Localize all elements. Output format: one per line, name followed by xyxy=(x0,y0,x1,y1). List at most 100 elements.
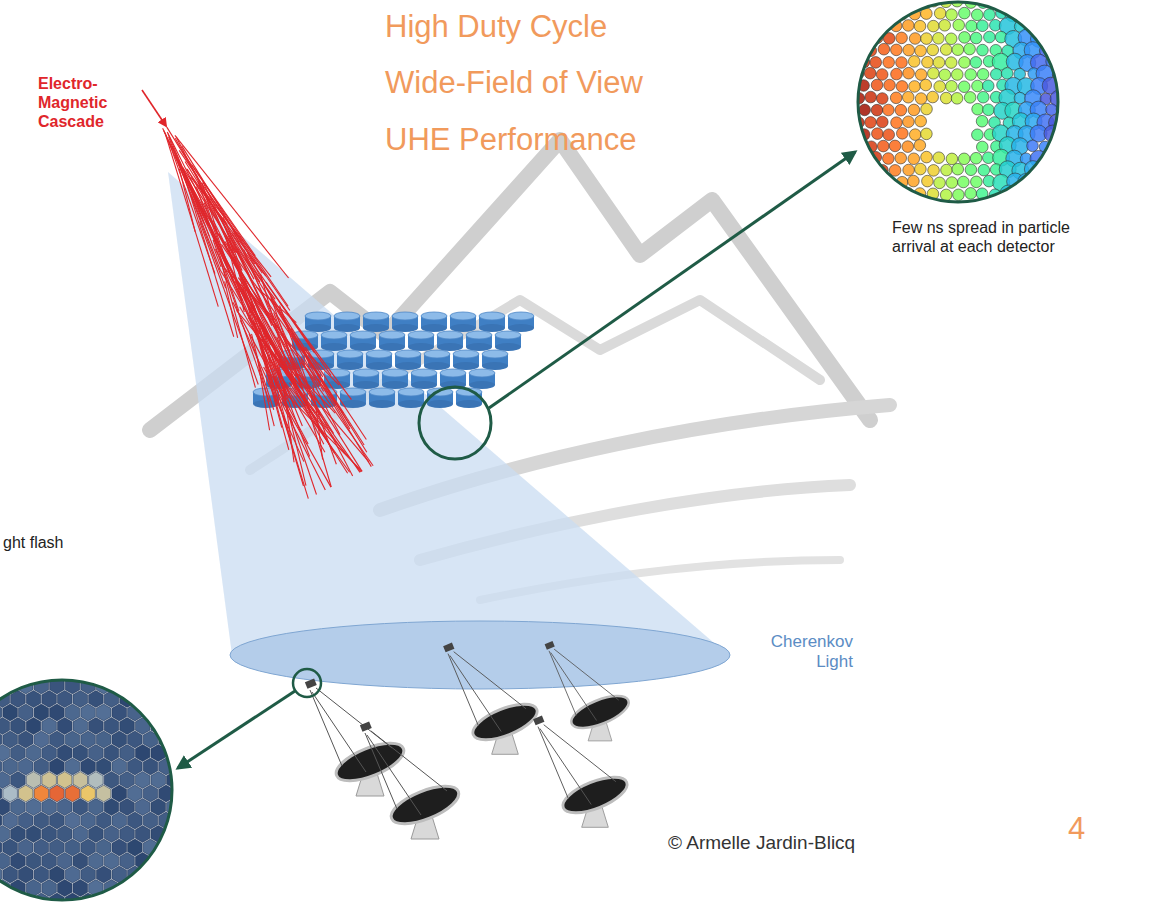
camera-pixel xyxy=(34,812,49,829)
camera-pixel xyxy=(96,839,111,856)
camera-pixel xyxy=(151,907,166,908)
tank-top xyxy=(424,350,450,358)
detector-tank xyxy=(482,350,508,370)
detector-hit xyxy=(1033,7,1045,19)
detector-hit xyxy=(908,153,920,165)
feature-heading: UHE Performance xyxy=(385,121,637,158)
camera-pixel xyxy=(96,893,111,908)
detector-hit xyxy=(915,45,927,57)
camera-struts xyxy=(549,649,619,720)
shower-track xyxy=(233,302,308,444)
detector-hit xyxy=(902,20,914,32)
camera-pixel xyxy=(34,758,49,775)
detector-hit xyxy=(934,8,946,20)
camera-pixel xyxy=(120,745,135,762)
camera-pixel xyxy=(89,853,104,870)
camera-pixel xyxy=(167,880,182,897)
tank-bottom xyxy=(456,400,482,408)
shower-track xyxy=(249,307,281,428)
camera-pixel xyxy=(57,772,72,789)
tank-top xyxy=(466,331,492,339)
telescope-camera xyxy=(533,716,544,726)
cut-off-label: ght flash xyxy=(3,533,63,552)
detector-tank xyxy=(450,312,476,332)
camera-pixel xyxy=(135,880,150,897)
tank-top xyxy=(469,369,495,377)
detector-hit xyxy=(895,104,907,116)
detector-hit xyxy=(933,57,945,69)
detector-hit xyxy=(909,81,921,93)
camera-pixel xyxy=(18,812,33,829)
camera-pixel xyxy=(26,745,41,762)
tank-top xyxy=(366,350,392,358)
shower-track xyxy=(254,305,291,440)
camera-pixel xyxy=(42,907,57,908)
detector-hit xyxy=(864,188,876,200)
camera-pixel xyxy=(73,664,88,681)
camera-pixel xyxy=(0,718,10,735)
detector-hit xyxy=(1052,0,1064,8)
detector-hit xyxy=(977,68,989,80)
detector-hit xyxy=(970,32,982,44)
detector-hit xyxy=(878,43,890,55)
camera-struts xyxy=(310,688,392,772)
camera-pixel xyxy=(57,853,72,870)
detector-tank xyxy=(350,331,376,351)
tank-top xyxy=(321,331,347,339)
page-number: 4 xyxy=(1068,810,1085,847)
camera-pixel xyxy=(50,758,65,775)
detector-hit xyxy=(871,7,883,19)
detector-hit xyxy=(951,93,963,105)
camera-pixel xyxy=(34,731,49,748)
detector-hit xyxy=(1045,153,1057,165)
detector-hit xyxy=(953,19,965,31)
camera-pixel xyxy=(81,866,96,883)
detector-hit xyxy=(852,164,864,176)
camera-pixel xyxy=(11,907,26,908)
camera-pixel xyxy=(167,907,182,908)
camera-pixel xyxy=(11,772,26,789)
camera-pixel xyxy=(73,880,88,897)
tank-top xyxy=(508,312,534,320)
camera-pixel xyxy=(174,677,189,694)
camera-pixel xyxy=(26,718,41,735)
camera-pixel xyxy=(26,826,41,843)
detector-hit xyxy=(934,177,946,189)
camera-pixel xyxy=(120,772,135,789)
camera-pixel xyxy=(0,677,2,694)
detector-tank xyxy=(363,312,389,332)
detector-hit xyxy=(865,0,877,8)
camera-pixel xyxy=(65,839,80,856)
detector-hit xyxy=(858,176,870,188)
telescope-array xyxy=(305,641,633,839)
camera-pixel xyxy=(159,704,174,721)
camera-pixel xyxy=(120,853,135,870)
tank-top xyxy=(392,312,418,320)
tank-top xyxy=(305,312,331,320)
camera-pixel xyxy=(81,812,96,829)
detector-tank xyxy=(382,369,408,389)
inset-caption: Few ns spread in particle arrival at eac… xyxy=(892,218,1107,256)
detector-hit xyxy=(946,177,958,189)
camera-pixel xyxy=(128,893,143,908)
camera-pixel xyxy=(112,731,127,748)
camera-pixel xyxy=(120,799,135,816)
shower-track xyxy=(172,146,251,313)
detector-hit xyxy=(971,176,983,188)
camera-pixel xyxy=(11,664,26,681)
telescope-camera xyxy=(443,643,454,653)
detector-tank xyxy=(334,312,360,332)
detector-tank xyxy=(305,312,331,332)
shower-track xyxy=(238,278,315,381)
detector-hit xyxy=(959,32,971,44)
camera-pixel xyxy=(96,704,111,721)
camera-pixel xyxy=(89,772,104,789)
detector-hit xyxy=(982,80,994,92)
tank-top xyxy=(363,312,389,320)
camera-pixel xyxy=(26,772,41,789)
camera-struts xyxy=(365,731,447,815)
camera-pixel xyxy=(0,907,10,908)
camera-pixel xyxy=(128,785,143,802)
telescope-dish xyxy=(468,697,541,747)
feature-heading: Wide-Field of View xyxy=(385,64,643,101)
